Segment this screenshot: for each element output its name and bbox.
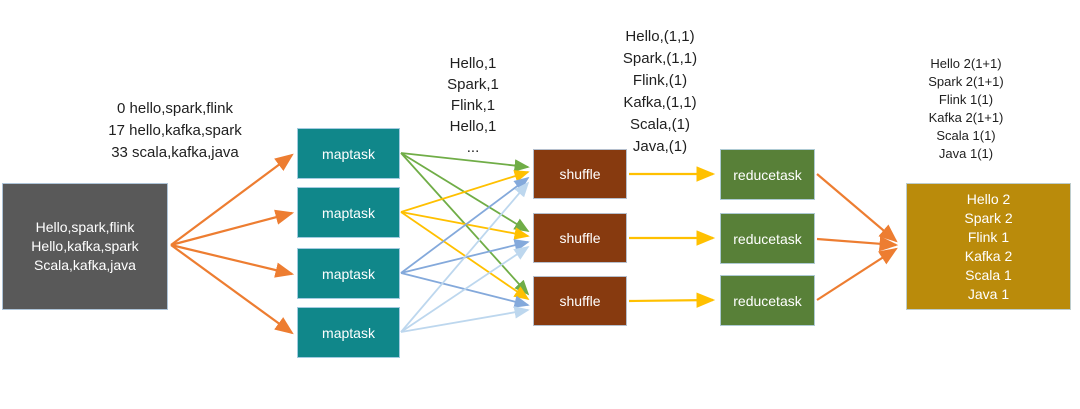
maptask-label: maptask [322,145,375,162]
reduce-to-result-arrows [816,173,899,301]
input-box-line: Scala,kafka,java [34,257,136,273]
reducetask-label: reducetask [733,230,802,247]
result-box: Hello 2 Spark 2 Flink 1 Kafka 2 Scala 1 … [906,183,1071,310]
result-box-line: Kafka 2 [964,247,1013,264]
maptask4-to-shuffle-arrows [400,181,530,333]
maptask2-to-shuffle-arrows [400,170,530,301]
annotation-line: Hello,(1,1) [625,28,695,45]
maptask-box-3: maptask [297,248,400,299]
annotation-line: Java 1(1) [938,146,994,161]
result-box-line: Java 1 [967,285,1010,302]
shuffle-box-3: shuffle [533,276,627,326]
annotation-line: Hello 2(1+1) [930,56,1002,71]
shuffle-box-1: shuffle [533,149,627,199]
annotation-line: Flink 1(1) [938,92,994,107]
annotation-line: 33 scala,kafka,java [111,144,239,161]
reducetask-label: reducetask [733,166,802,183]
maptask3-to-shuffle-arrows [400,176,530,308]
annotation-line: Flink,(1) [632,72,688,89]
annotation-line: Hello,1 [449,118,497,135]
maptask-label: maptask [322,324,375,341]
shuffle-box-2: shuffle [533,213,627,263]
shuffle-label: shuffle [559,230,601,246]
reducetask-box-3: reducetask [720,275,815,326]
input-to-map-arrows [170,153,295,335]
annotation-line: 0 hello,spark,flink [117,100,233,117]
annotation-line: Spark 2(1+1) [928,74,1004,89]
maptask1-to-shuffle-arrows [400,152,530,296]
annotation-line: Scala,(1) [629,116,691,133]
annotation-line: Kafka 2(1+1) [928,110,1004,125]
shuffle-output-annotation: Hello,(1,1) Spark,(1,1) Flink,(1) Kafka,… [580,26,740,158]
reducetask-label: reducetask [733,292,802,309]
maptask-box-2: maptask [297,187,400,238]
annotation-line: Hello,1 [449,55,497,72]
input-box-line: Hello,spark,flink [35,219,135,235]
annotation-line: ... [466,139,480,156]
annotation-line: Spark,1 [447,76,499,93]
input-box-line: Hello,kafka,spark [31,238,139,254]
result-box-line: Spark 2 [964,209,1013,226]
input-data-box: Hello,spark,flink Hello,kafka,spark Scal… [2,183,168,310]
reducetask-box-1: reducetask [720,149,815,200]
reducetask-box-2: reducetask [720,213,815,264]
reduce-output-annotation: Hello 2(1+1) Spark 2(1+1) Flink 1(1) Kaf… [886,55,1046,163]
result-box-line: Hello 2 [966,190,1011,207]
maptask-box-1: maptask [297,128,400,179]
annotation-line: Flink,1 [450,97,496,114]
shuffle-label: shuffle [559,293,601,309]
shuffle-label: shuffle [559,166,601,182]
result-box-line: Scala 1 [965,266,1012,283]
annotation-line: Spark,(1,1) [622,50,698,67]
shuffle-to-reduce-arrows [628,166,716,308]
result-box-line: Flink 1 [967,228,1010,245]
input-splits-annotation: 0 hello,spark,flink 17 hello,kafka,spark… [55,98,295,164]
map-output-annotation: Hello,1 Spark,1 Flink,1 Hello,1 ... [413,53,533,158]
maptask-label: maptask [322,204,375,221]
annotation-line: Scala 1(1) [936,128,996,143]
annotation-line: Java,(1) [632,138,688,155]
maptask-label: maptask [322,265,375,282]
maptask-box-4: maptask [297,307,400,358]
annotation-line: Kafka,(1,1) [623,94,697,111]
annotation-line: 17 hello,kafka,spark [108,122,242,139]
